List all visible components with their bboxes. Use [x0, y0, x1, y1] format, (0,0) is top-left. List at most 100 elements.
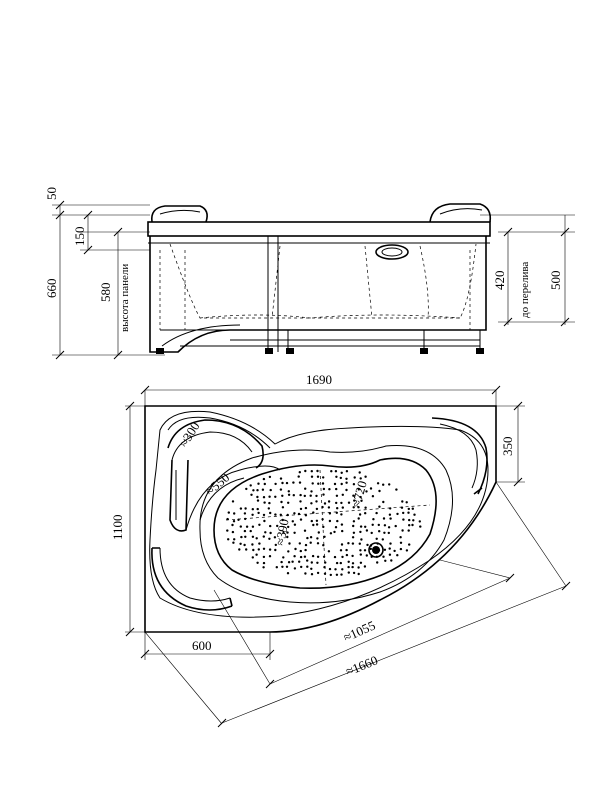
jet-dot	[347, 560, 350, 563]
jet-dot	[330, 470, 333, 473]
jet-dot	[252, 489, 255, 492]
jet-dot	[334, 470, 338, 473]
jet-dot	[352, 520, 356, 523]
jet-dot	[419, 525, 422, 528]
jet-dot	[304, 514, 308, 517]
jet-dot	[328, 512, 332, 515]
jet-dot	[352, 494, 355, 497]
jet-dot	[359, 495, 362, 499]
jet-dot	[364, 512, 367, 515]
jet-dot	[268, 501, 271, 505]
jet-dot	[310, 502, 313, 505]
jet-dot	[299, 507, 303, 511]
jet-dot	[383, 548, 387, 551]
jet-dot	[282, 556, 285, 559]
jet-dot	[293, 531, 296, 534]
jet-dot	[310, 519, 313, 523]
jet-dot	[347, 501, 351, 504]
jet-dot	[377, 549, 381, 552]
jet-dot	[401, 500, 404, 503]
jet-dot	[394, 524, 397, 528]
jet-dot	[364, 525, 367, 528]
jet-dot	[382, 517, 386, 520]
jet-dot	[411, 507, 414, 510]
jet-dot	[249, 529, 252, 533]
jet-dot	[249, 484, 252, 487]
jet-dot	[288, 542, 291, 545]
jet-dot	[251, 513, 254, 516]
jet-dot	[321, 505, 324, 509]
jet-dot	[333, 530, 336, 534]
jet-dot	[287, 501, 290, 504]
jet-dot	[359, 553, 362, 556]
jet-dot	[316, 537, 319, 540]
jet-dot	[268, 537, 271, 540]
jet-dot	[341, 529, 344, 533]
jet-dot	[268, 475, 272, 479]
jet-dot	[340, 543, 344, 546]
jet-dot	[316, 555, 320, 558]
jet-dot	[306, 536, 309, 540]
jet-dot	[310, 475, 314, 478]
jet-dot	[262, 555, 266, 559]
jet-dot	[372, 518, 375, 521]
jet-dot	[341, 555, 344, 559]
jet-dot	[345, 548, 348, 552]
jet-dot	[252, 548, 255, 552]
jet-dot	[231, 500, 235, 503]
jet-dot	[327, 550, 331, 553]
jet-dot	[263, 501, 266, 504]
jet-dot	[357, 506, 360, 509]
jet-dot	[309, 536, 313, 539]
jet-dot	[262, 561, 266, 565]
jet-dot	[408, 543, 411, 546]
jet-dot	[297, 475, 300, 478]
jet-dot	[315, 494, 318, 498]
jet-dot	[363, 549, 367, 552]
jet-dot	[303, 555, 307, 558]
jet-dot	[227, 511, 230, 514]
jet-dot	[245, 548, 248, 551]
jet-dot	[413, 513, 416, 516]
jet-dot	[291, 560, 294, 563]
jet-dot	[227, 538, 230, 541]
jet-dot	[232, 520, 236, 523]
jet-dot	[317, 531, 320, 534]
jet-dot	[267, 507, 270, 510]
jet-dot	[388, 483, 391, 486]
jet-dot	[268, 555, 272, 558]
jet-dot	[306, 559, 309, 562]
jet-dot	[357, 566, 360, 569]
jet-dot	[396, 512, 399, 516]
jet-dot	[335, 487, 338, 491]
jet-dot	[369, 544, 373, 547]
jet-dot	[286, 531, 289, 534]
jet-dot	[377, 523, 380, 527]
jet-dot	[364, 475, 367, 478]
jet-dot	[335, 501, 338, 505]
jet-dot	[401, 529, 404, 532]
jet-dot	[387, 526, 391, 529]
jet-dot	[303, 494, 306, 498]
jet-dot	[316, 542, 320, 545]
jet-dot	[243, 512, 247, 515]
jet-dot	[336, 519, 339, 523]
jet-dot	[360, 499, 363, 502]
jet-dot	[327, 506, 331, 509]
jet-dot	[352, 483, 356, 486]
jet-dot	[369, 487, 373, 490]
jet-dot	[336, 507, 339, 510]
jet-dot	[273, 536, 277, 539]
jet-dot	[287, 550, 290, 553]
jet-dot	[402, 511, 405, 515]
jet-dot	[315, 519, 319, 522]
jet-dot	[310, 561, 313, 564]
jet-dot	[281, 565, 284, 568]
jet-dot	[280, 560, 283, 564]
jet-dot	[369, 547, 372, 551]
jet-dot	[396, 554, 399, 557]
jet-dot	[244, 507, 247, 510]
jet-dot	[335, 573, 339, 576]
jet-dot	[309, 494, 312, 497]
jet-dot	[281, 494, 284, 497]
